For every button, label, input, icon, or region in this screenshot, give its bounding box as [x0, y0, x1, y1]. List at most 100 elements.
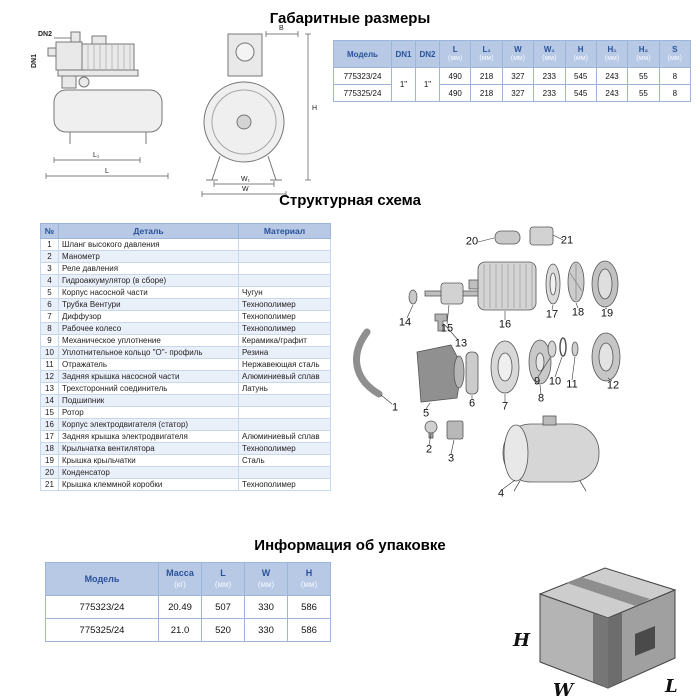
cell: 8	[658, 67, 692, 85]
part-number: 2	[40, 250, 59, 263]
box-l-label: L	[664, 676, 678, 697]
col-unit: (мм)	[479, 55, 494, 62]
dimension-lines	[45, 37, 169, 179]
part-material	[238, 274, 331, 287]
pack-width: 330	[244, 618, 288, 642]
col-label: S	[672, 45, 678, 54]
part-material: Резина	[238, 346, 331, 359]
motor-fins	[87, 45, 131, 69]
col-unit: (мм)	[604, 55, 620, 62]
part-material	[238, 466, 331, 479]
part-number: 3	[40, 262, 59, 275]
box-tape-right	[608, 613, 622, 688]
part-callout: 11	[566, 378, 578, 391]
manometer	[424, 420, 438, 434]
pack-row: 775325/24 21.0 520 330 586	[45, 618, 331, 642]
part-row: 10 Уплотнительное кольцо "О"- профиль Ре…	[40, 346, 331, 359]
part-detail: Гидроаккумулятор (в сборе)	[58, 274, 239, 287]
part-callout: 10	[548, 375, 562, 388]
col-dn2: DN2	[415, 40, 440, 68]
tank-side	[53, 89, 163, 133]
col-label: H	[577, 45, 584, 54]
col-L: L(мм)	[438, 40, 472, 68]
part-detail: Отражатель	[58, 358, 239, 371]
dimension-lines	[201, 31, 311, 197]
part-row: 9 Механическое уплотнение Керамика/графи…	[40, 334, 331, 347]
rotor-core	[440, 282, 464, 305]
part-material	[238, 238, 331, 251]
part-detail: Корпус электродвигателя (статор)	[58, 418, 239, 431]
part-material	[238, 262, 331, 275]
col-unit: (мм)	[510, 55, 526, 62]
part-callout: 12	[606, 379, 620, 392]
part-material: Чугун	[238, 286, 331, 299]
part-number: 18	[40, 442, 59, 455]
pump-front-cap	[235, 42, 255, 62]
col-unit: (мм)	[257, 580, 275, 589]
part-row: 15 Ротор	[40, 406, 331, 419]
cell: 243	[595, 84, 629, 102]
deflector	[571, 341, 579, 357]
packing-table: Модель Масса(кг) L(мм) W(мм) H(мм) 77532…	[45, 562, 331, 642]
pack-model: 775325/24	[45, 618, 159, 642]
l1-dim-label: L₁	[93, 152, 100, 159]
part-material: Алюминиевый сплав	[238, 430, 331, 443]
b-dim-label: B	[279, 25, 284, 32]
part-callout: 18	[571, 306, 585, 319]
part-callout: 6	[468, 397, 476, 410]
cell-dn2: 1"	[415, 67, 440, 102]
leader-lines	[380, 234, 613, 490]
part-detail: Трехсторонний соединитель	[58, 382, 239, 395]
cell: 490	[438, 84, 472, 102]
part-number: 9	[40, 334, 59, 347]
part-detail: Конденсатор	[58, 466, 239, 479]
part-material	[238, 250, 331, 263]
part-detail: Рабочее колесо	[58, 322, 239, 335]
part-number: 6	[40, 298, 59, 311]
part-callout: 19	[600, 307, 614, 320]
part-material	[238, 394, 331, 407]
col-L1: L₁(мм)	[470, 40, 503, 68]
part-row: 21 Крышка клеммной коробки Технополимер	[40, 478, 331, 491]
part-number: 11	[40, 358, 59, 371]
part-number: 12	[40, 370, 59, 383]
col-detail: Деталь	[58, 223, 239, 239]
cell: 233	[533, 84, 566, 102]
part-material	[238, 418, 331, 431]
part-detail: Диффузор	[58, 310, 239, 323]
col-dn1: DN1	[391, 40, 416, 68]
part-row: 3 Реле давления	[40, 262, 331, 275]
cell-model: 775323/24	[333, 67, 392, 85]
pack-model: 775323/24	[45, 595, 159, 619]
part-number: 1	[40, 238, 59, 251]
cell-model: 775325/24	[333, 84, 392, 102]
pack-length: 507	[201, 595, 245, 619]
packing-box-drawing: H W L	[512, 567, 678, 700]
pressure-switch	[61, 75, 77, 89]
part-callout: 2	[425, 443, 433, 456]
part-number: 21	[40, 478, 59, 491]
part-material: Технополимер	[238, 442, 331, 455]
part-row: 13 Трехсторонний соединитель Латунь	[40, 382, 331, 395]
cell: 218	[470, 84, 503, 102]
col-label: H₂	[638, 45, 649, 54]
part-callout: 17	[545, 308, 559, 321]
part-detail: Манометр	[58, 250, 239, 263]
pack-mass: 20.49	[158, 595, 202, 619]
col-unit: (мм)	[542, 55, 557, 62]
part-row: 11 Отражатель Нержавеющая сталь	[40, 358, 331, 371]
header-row: Модель Масса(кг) L(мм) W(мм) H(мм)	[45, 562, 331, 596]
part-row: 5 Корпус насосной части Чугун	[40, 286, 331, 299]
tank-front-ring	[211, 89, 277, 155]
col-material: Материал	[238, 223, 331, 239]
section-title-structure: Структурная схема	[279, 192, 421, 209]
part-detail: Корпус насосной части	[58, 286, 239, 299]
part-detail: Ротор	[58, 406, 239, 419]
part-number: 5	[40, 286, 59, 299]
part-number: 19	[40, 454, 59, 467]
part-number: 16	[40, 418, 59, 431]
fan-cover-inner	[597, 268, 613, 300]
part-detail: Крыльчатка вентилятора	[58, 442, 239, 455]
col-label: W	[261, 568, 271, 578]
pump-side-view-drawing: DN2 DN1 L₁ L	[31, 31, 169, 179]
